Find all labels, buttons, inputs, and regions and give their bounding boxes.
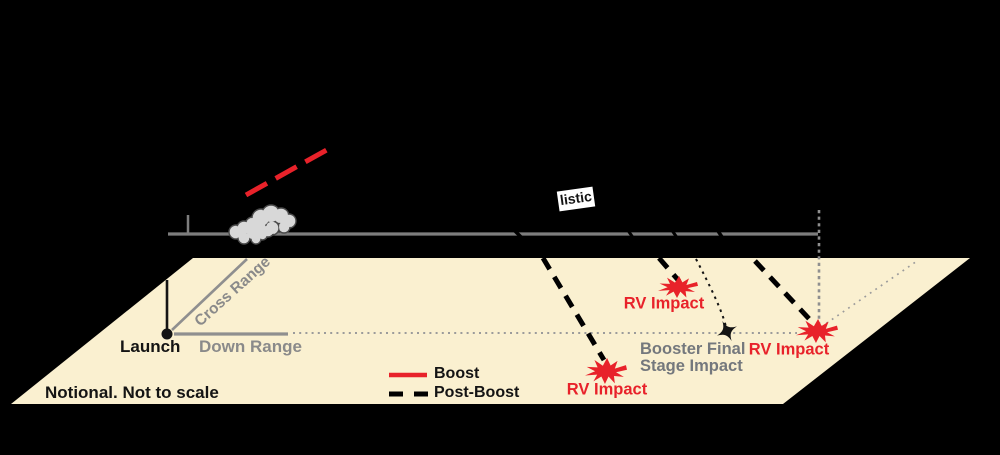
trajectory-crossing-nicks <box>510 226 726 242</box>
down-range-label: Down Range <box>199 337 302 356</box>
booster-impact-line1: Booster Final <box>640 340 746 358</box>
cross-range-axis-line <box>171 258 248 331</box>
rv-impact-label-1: RV Impact <box>566 380 648 399</box>
launch-point-dot <box>161 328 173 340</box>
booster-impact-star-icon <box>717 321 737 341</box>
legend-boost-label: Boost <box>434 365 480 382</box>
launch-label: Launch <box>120 337 181 356</box>
post-boost-dashed-lines <box>540 256 816 362</box>
booster-impact-line2: Stage Impact <box>640 357 743 376</box>
rv-impact-label-3: RV Impact <box>748 340 830 359</box>
launch-smoke-cloud-icon <box>228 204 297 245</box>
booster-fall-dotted-path <box>695 258 727 328</box>
notional-note: Notional. Not to scale <box>45 383 219 402</box>
rv-impact-label-2: RV Impact <box>623 294 705 313</box>
rv-impact-burst-icon <box>796 319 838 343</box>
diagonal-dotted-guide <box>820 260 918 328</box>
booster-final-stage-impact-label: Booster Final Stage Impact <box>640 340 746 376</box>
legend-post-boost-label: Post-Boost <box>434 384 520 401</box>
boost-phase-dashed-line <box>244 144 334 198</box>
